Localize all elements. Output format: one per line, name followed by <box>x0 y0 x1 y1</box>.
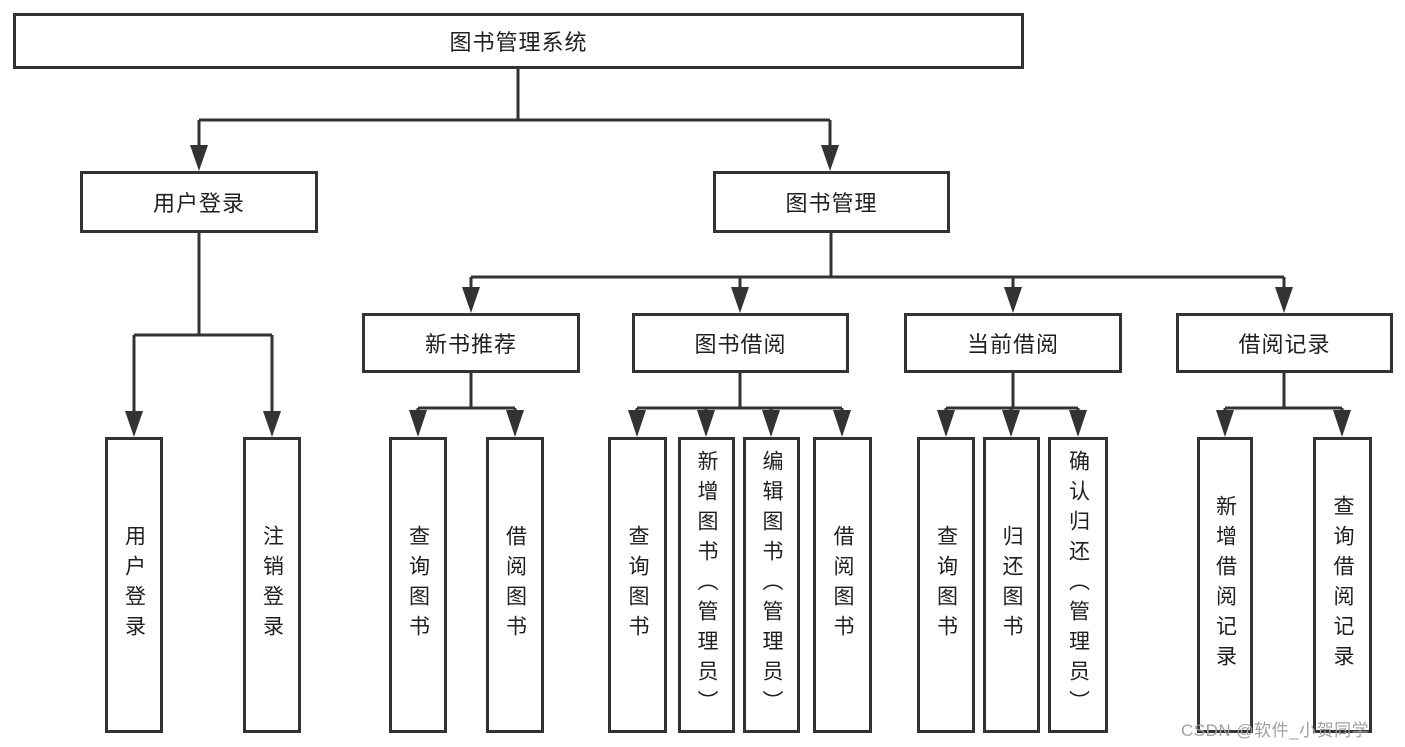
leaf-records-query-record: 查询借阅记录 <box>1313 437 1372 733</box>
leaf-user-login: 用户登录 <box>105 437 163 733</box>
node-current-borrow: 当前借阅 <box>904 313 1122 373</box>
arrowhead-icon <box>937 410 955 437</box>
node-user-login-label: 用户登录 <box>152 191 245 216</box>
connector-line <box>944 373 1080 414</box>
arrowhead-icon <box>628 410 646 437</box>
arrowhead-icon <box>190 145 208 171</box>
arrowhead-icon <box>1333 410 1351 437</box>
connector-line <box>635 373 844 414</box>
node-book-management-label: 图书管理 <box>785 191 878 216</box>
node-root-label: 图书管理系统 <box>449 30 588 55</box>
leaf-newrec-query-books-label: 查询图书 <box>406 525 430 645</box>
leaf-borrow-add-books-admin: 新增图书（管理员） <box>678 437 735 733</box>
connector-line <box>197 69 832 148</box>
connector-book-management-to-level2 <box>462 233 1293 313</box>
connector-line <box>132 233 274 414</box>
arrowhead-icon <box>1002 410 1020 437</box>
csdn-watermark: CSDN @软件_小贺同学 <box>1181 721 1370 740</box>
leaf-records-add-record: 新增借阅记录 <box>1197 437 1253 733</box>
leaf-borrow-query-books-label: 查询图书 <box>626 525 649 645</box>
arrowhead-icon <box>731 287 749 313</box>
connector-user-login-to-leaves <box>125 233 281 437</box>
arrowhead-icon <box>1004 287 1022 313</box>
connector-line <box>416 373 517 414</box>
leaf-newrec-query-books: 查询图书 <box>389 437 447 733</box>
leaf-current-confirm-return-admin: 确认归还（管理员） <box>1048 437 1108 733</box>
leaf-borrow-query-books: 查询图书 <box>608 437 667 733</box>
arrowhead-icon <box>833 410 851 437</box>
arrowhead-icon <box>1069 410 1087 437</box>
leaf-current-query-books: 查询图书 <box>917 437 975 733</box>
arrowhead-icon <box>821 145 839 171</box>
node-root: 图书管理系统 <box>13 13 1024 69</box>
node-borrow-records: 借阅记录 <box>1176 313 1393 373</box>
leaf-newrec-borrow-books-label: 借阅图书 <box>503 525 527 645</box>
arrowhead-icon <box>762 410 780 437</box>
leaf-records-query-record-label: 查询借阅记录 <box>1331 495 1354 675</box>
node-user-login: 用户登录 <box>80 171 318 233</box>
node-new-book-recommend-label: 新书推荐 <box>424 332 517 357</box>
connector-line <box>1223 373 1344 414</box>
leaf-borrow-add-books-admin-label: 新增图书（管理员） <box>695 450 718 720</box>
connector-new-book-rec-to-leaves <box>409 373 524 437</box>
connector-book-borrow-to-leaves <box>628 373 851 437</box>
leaf-current-confirm-return-admin-label: 确认归还（管理员） <box>1066 450 1090 720</box>
node-book-borrow: 图书借阅 <box>632 313 849 373</box>
leaf-borrow-edit-books-admin: 编辑图书（管理员） <box>743 437 800 733</box>
leaf-current-return-books-label: 归还图书 <box>1000 525 1023 645</box>
connector-borrow-records-to-leaves <box>1216 373 1351 437</box>
leaf-borrow-borrow-books-label: 借阅图书 <box>831 525 854 645</box>
leaf-newrec-borrow-books: 借阅图书 <box>486 437 544 733</box>
leaf-borrow-borrow-books: 借阅图书 <box>813 437 872 733</box>
node-book-management: 图书管理 <box>713 171 950 233</box>
arrowhead-icon <box>697 410 715 437</box>
leaf-current-return-books: 归还图书 <box>983 437 1040 733</box>
arrowhead-icon <box>409 410 427 437</box>
leaf-records-add-record-label: 新增借阅记录 <box>1213 495 1237 675</box>
arrowhead-icon <box>462 287 480 313</box>
node-borrow-records-label: 借阅记录 <box>1238 332 1331 357</box>
node-current-borrow-label: 当前借阅 <box>966 332 1059 357</box>
node-new-book-recommend: 新书推荐 <box>362 313 580 373</box>
arrowhead-icon <box>1275 287 1293 313</box>
arrowhead-icon <box>263 411 281 437</box>
arrowhead-icon <box>506 410 524 437</box>
leaf-current-query-books-label: 查询图书 <box>934 525 958 645</box>
leaf-user-login-label: 用户登录 <box>122 525 146 645</box>
arrowhead-icon <box>125 411 143 437</box>
leaf-logout-label: 注销登录 <box>260 525 284 645</box>
arrowhead-icon <box>1216 410 1234 437</box>
leaf-logout: 注销登录 <box>243 437 301 733</box>
connector-current-borrow-to-leaves <box>937 373 1087 437</box>
connector-line <box>469 233 1286 290</box>
node-book-borrow-label: 图书借阅 <box>694 332 787 357</box>
leaf-borrow-edit-books-admin-label: 编辑图书（管理员） <box>760 450 783 720</box>
connector-root-to-level1 <box>190 69 839 171</box>
